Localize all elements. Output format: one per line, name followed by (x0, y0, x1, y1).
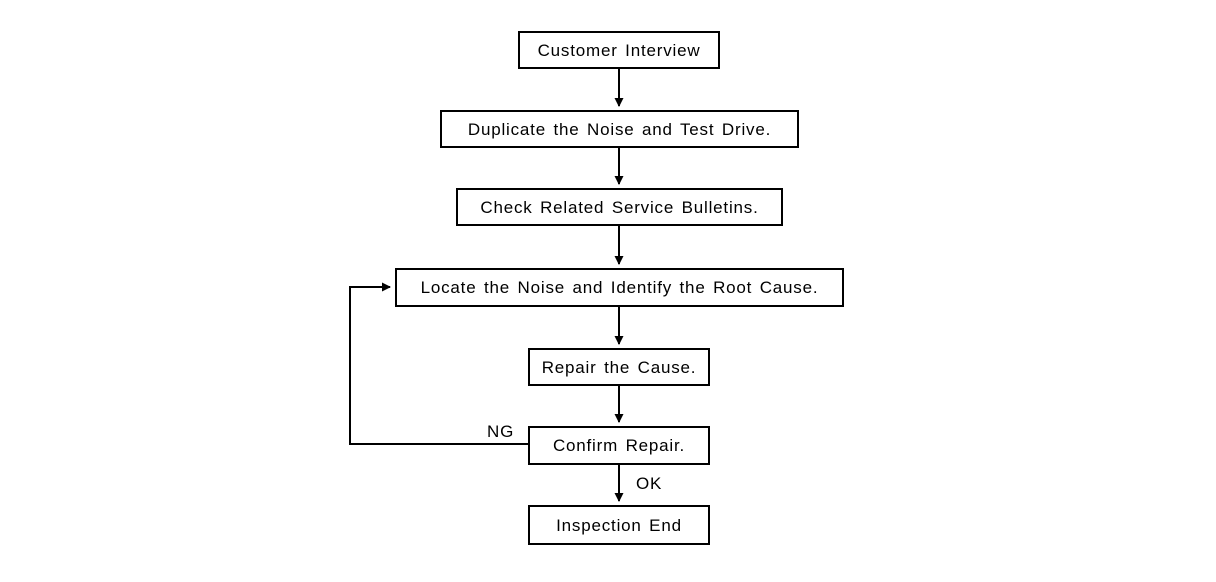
edge-label-ng: NG (487, 422, 515, 441)
node-label: Inspection End (556, 515, 682, 535)
node-label: Locate the Noise and Identify the Root C… (420, 278, 819, 297)
edge-confirm-ng-feedback (349, 282, 528, 445)
node-label: Duplicate the Noise and Test Drive. (467, 119, 772, 139)
node-customer-interview[interactable]: Customer Interview (518, 31, 720, 69)
edge-label-ok: OK (636, 474, 663, 493)
node-check-bulletins[interactable]: Check Related Service Bulletins. (456, 188, 783, 226)
node-label: Check Related Service Bulletins. (480, 197, 759, 217)
node-locate-noise[interactable]: Locate the Noise and Identify the Root C… (395, 268, 844, 307)
node-label: Customer Interview (537, 40, 701, 60)
node-label: Repair the Cause. (541, 357, 697, 377)
node-confirm-repair[interactable]: Confirm Repair. (528, 426, 710, 465)
node-inspection-end[interactable]: Inspection End (528, 505, 710, 545)
node-duplicate-noise[interactable]: Duplicate the Noise and Test Drive. (440, 110, 799, 148)
node-repair-cause[interactable]: Repair the Cause. (528, 348, 710, 386)
node-label: Confirm Repair. (552, 436, 686, 455)
